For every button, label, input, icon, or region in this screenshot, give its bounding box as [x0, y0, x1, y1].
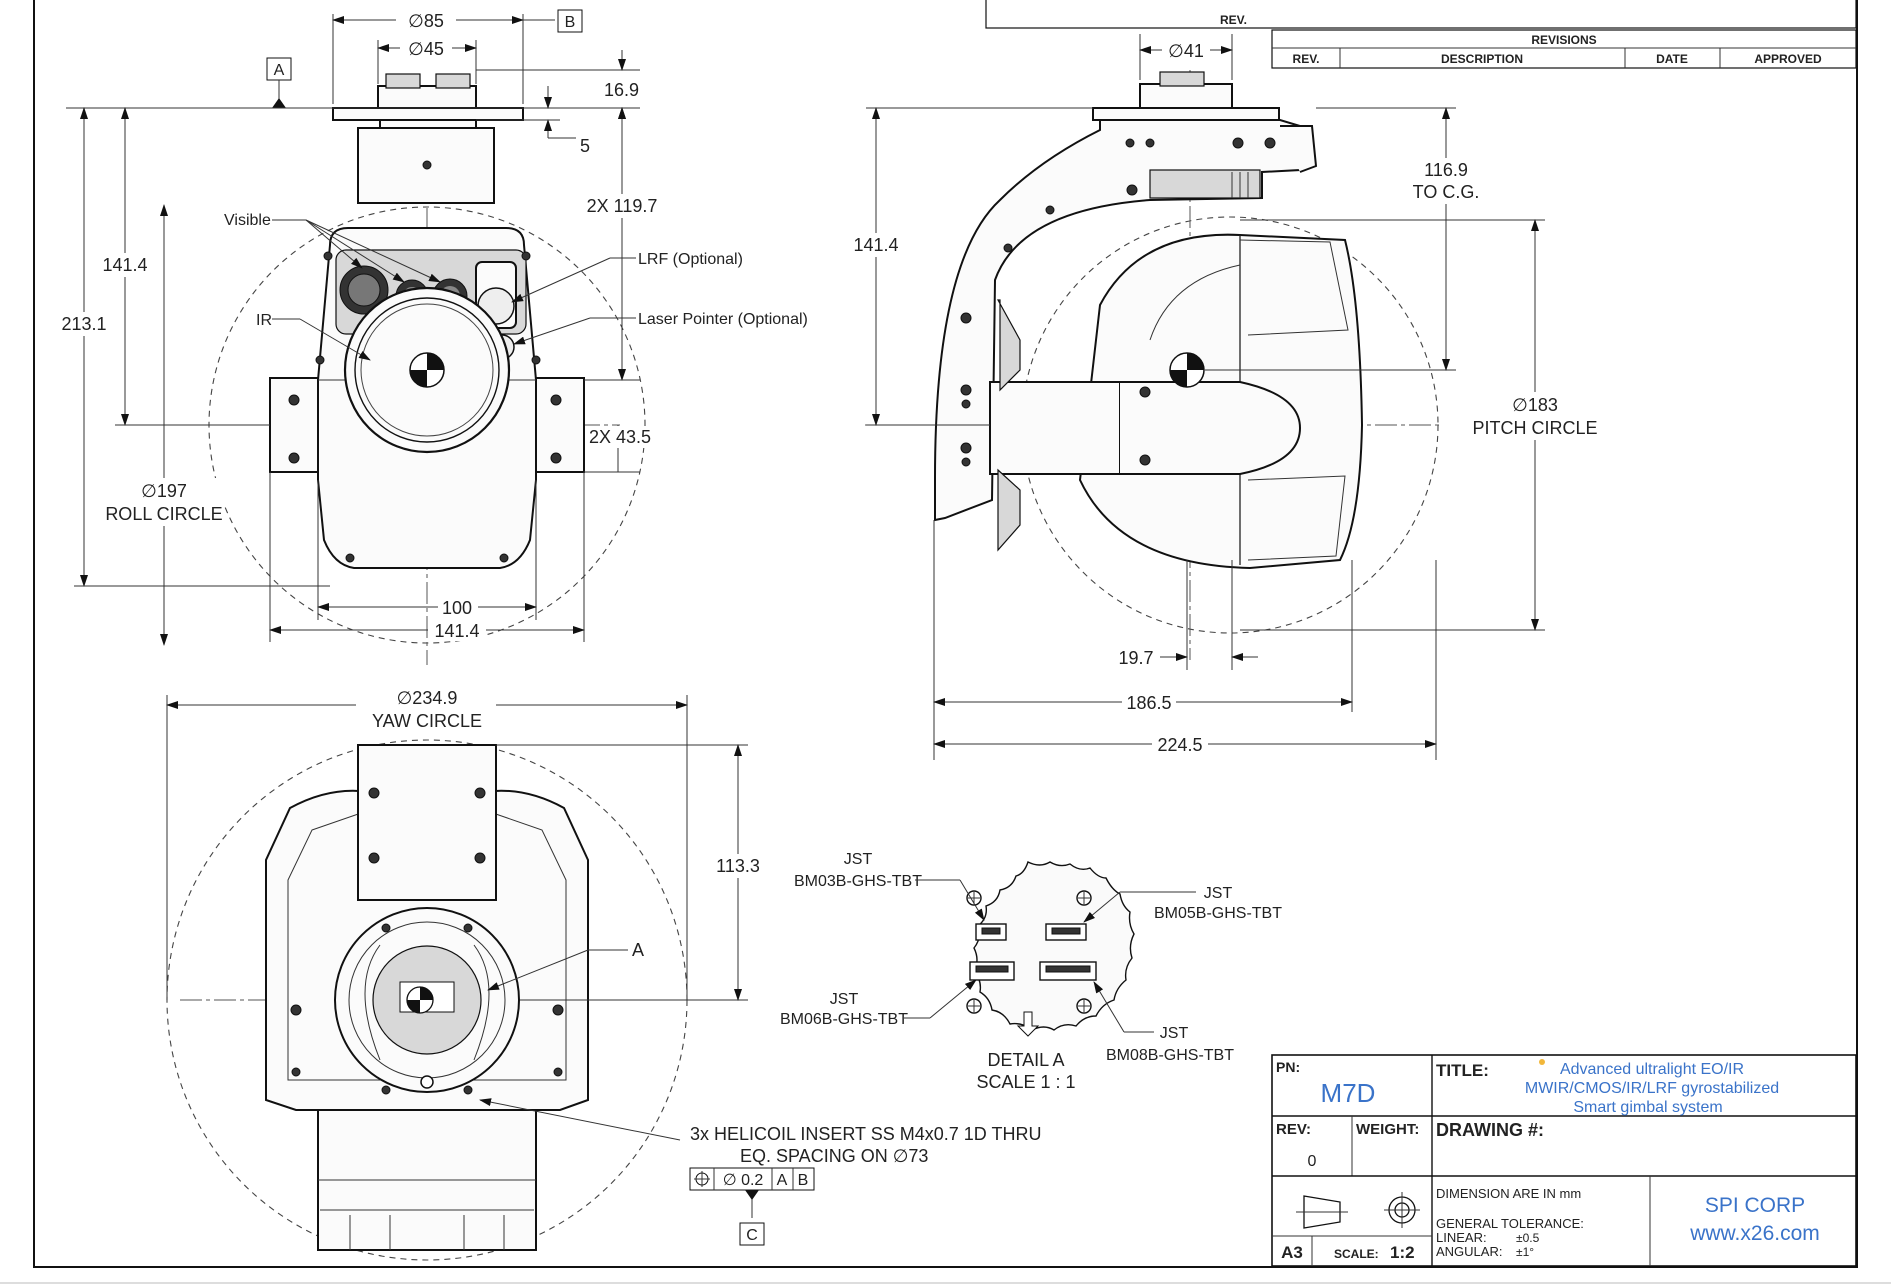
dim-113-3: 113.3 [716, 856, 760, 876]
rev-col-description: DESCRIPTION [1441, 52, 1523, 66]
dim-224-5: 224.5 [1157, 735, 1202, 755]
dim-141-4-side: 141.4 [853, 235, 898, 255]
pitch-circle-label: PITCH CIRCLE [1472, 418, 1597, 438]
rev-value: 0 [1308, 1153, 1317, 1170]
dim-2x119-7: 2X 119.7 [587, 196, 658, 216]
dim-16-9: 16.9 [604, 80, 639, 100]
drawing-number-label: DRAWING #: [1436, 1120, 1544, 1140]
revisions-header: REVISIONS [1531, 33, 1596, 47]
fcf-tolerance: ∅ 0.2 [723, 1172, 764, 1189]
title-line1: Advanced ultralight EO/IR [1560, 1061, 1744, 1078]
sheet-size: A3 [1281, 1243, 1303, 1262]
dim-2x43-5: 2X 43.5 [589, 427, 651, 447]
sheet-border [33, 0, 1858, 1268]
connector-2-maker: JST [1204, 885, 1233, 902]
connector-3-part: BM06B-GHS-TBT [780, 1011, 908, 1028]
pn-value: M7D [1321, 1078, 1376, 1108]
dim-dia45: ∅45 [408, 39, 444, 59]
connector-3-maker: JST [830, 991, 859, 1008]
rev-col-approved: APPROVED [1754, 52, 1822, 66]
scale-label: SCALE: [1334, 1247, 1379, 1261]
datum-a: A [274, 62, 285, 79]
callout-a: A [632, 940, 644, 960]
datum-c: C [746, 1227, 758, 1244]
connector-4-maker: JST [1160, 1025, 1189, 1042]
title-block: PN: M7D TITLE: Advanced ultralight EO/IR… [1271, 1054, 1857, 1267]
top-rev-label: REV. [1220, 13, 1247, 27]
projection-symbol-icon [1296, 1192, 1420, 1229]
dim-116-9: 116.9 [1424, 160, 1468, 180]
dim-186-5: 186.5 [1126, 693, 1171, 713]
general-tolerance-label: GENERAL TOLERANCE: [1436, 1216, 1584, 1231]
title-line3: Smart gimbal system [1573, 1099, 1722, 1116]
weight-label: WEIGHT: [1356, 1121, 1419, 1138]
callout-ir: IR [256, 312, 272, 329]
pitch-circle-diameter: ∅183 [1512, 395, 1558, 415]
dim-19-7: 19.7 [1118, 648, 1153, 668]
title-dot [1539, 1059, 1545, 1065]
connector-2-part: BM05B-GHS-TBT [1154, 905, 1282, 922]
angular-label: ANGULAR: [1436, 1244, 1502, 1259]
dim-5: 5 [580, 136, 590, 156]
yaw-circle-label: YAW CIRCLE [372, 711, 482, 731]
yaw-circle-diameter: ∅234.9 [397, 688, 458, 708]
linear-label: LINEAR: [1436, 1230, 1487, 1245]
pn-label: PN: [1276, 1059, 1300, 1075]
callout-visible: Visible [224, 212, 271, 229]
callout-laser-pointer: Laser Pointer (Optional) [638, 311, 808, 328]
scale-value: 1:2 [1390, 1243, 1415, 1262]
connector-1-part: BM03B-GHS-TBT [794, 873, 922, 890]
detail-a-title: DETAIL A [987, 1050, 1064, 1070]
dim-141-4-vertical: 141.4 [102, 255, 147, 275]
datum-b: B [565, 14, 576, 31]
feature-control-frame: ∅ 0.2 A B [689, 1167, 815, 1191]
dim-dia41: ∅41 [1168, 41, 1204, 61]
title-label: TITLE: [1436, 1061, 1489, 1080]
connector-1-maker: JST [844, 851, 873, 868]
linear-value: ±0.5 [1516, 1231, 1540, 1245]
company-website: www.x26.com [1689, 1222, 1820, 1245]
helicoil-note-line2: EQ. SPACING ON ∅73 [740, 1146, 928, 1166]
cg-symbol-front [409, 352, 445, 388]
detail-a: DETAIL A SCALE 1 : 1 JST BM03B-GHS-TBT J… [780, 851, 1282, 1092]
side-view: ∅41 141.4 116.9 TO C.G. ∅183 PITCH CIRCL… [846, 34, 1600, 760]
angular-value: ±1° [1516, 1245, 1534, 1259]
rev-col-rev: REV. [1293, 52, 1320, 66]
fcf-datum-a: A [777, 1172, 788, 1189]
dim-141-4-horizontal: 141.4 [434, 621, 479, 641]
rev-label: REV: [1276, 1121, 1311, 1138]
dim-to-cg: TO C.G. [1413, 182, 1480, 202]
rev-col-date: DATE [1656, 52, 1688, 66]
bottom-view: ∅234.9 YAW CIRCLE 113.3 A 3x HELICOIL IN… [166, 685, 1041, 1261]
dim-213-1: 213.1 [61, 314, 106, 334]
callout-lrf: LRF (Optional) [638, 251, 743, 268]
dim-dia85: ∅85 [408, 11, 444, 31]
dim-100: 100 [442, 598, 472, 618]
detail-a-scale: SCALE 1 : 1 [976, 1072, 1075, 1092]
fcf-datum-b: B [798, 1172, 809, 1189]
revisions-table: REV. REVISIONS REV. DESCRIPTION DATE APP… [985, 0, 1857, 69]
units-note: DIMENSION ARE IN mm [1436, 1186, 1581, 1201]
cg-symbol-bottom [406, 986, 434, 1014]
company-name: SPI CORP [1705, 1194, 1805, 1217]
roll-circle-diameter: ∅197 [141, 481, 187, 501]
roll-circle-label: ROLL CIRCLE [105, 504, 222, 524]
front-view: ∅85 B ∅45 A 16.9 5 2X 119.7 2X 43.5 [55, 9, 808, 665]
connector-4-part: BM08B-GHS-TBT [1106, 1047, 1234, 1064]
title-line2: MWIR/CMOS/IR/LRF gyrostabilized [1525, 1080, 1779, 1097]
helicoil-note-line1: 3x HELICOIL INSERT SS M4x0.7 1D THRU [690, 1124, 1041, 1144]
cg-symbol-side [1169, 352, 1205, 388]
